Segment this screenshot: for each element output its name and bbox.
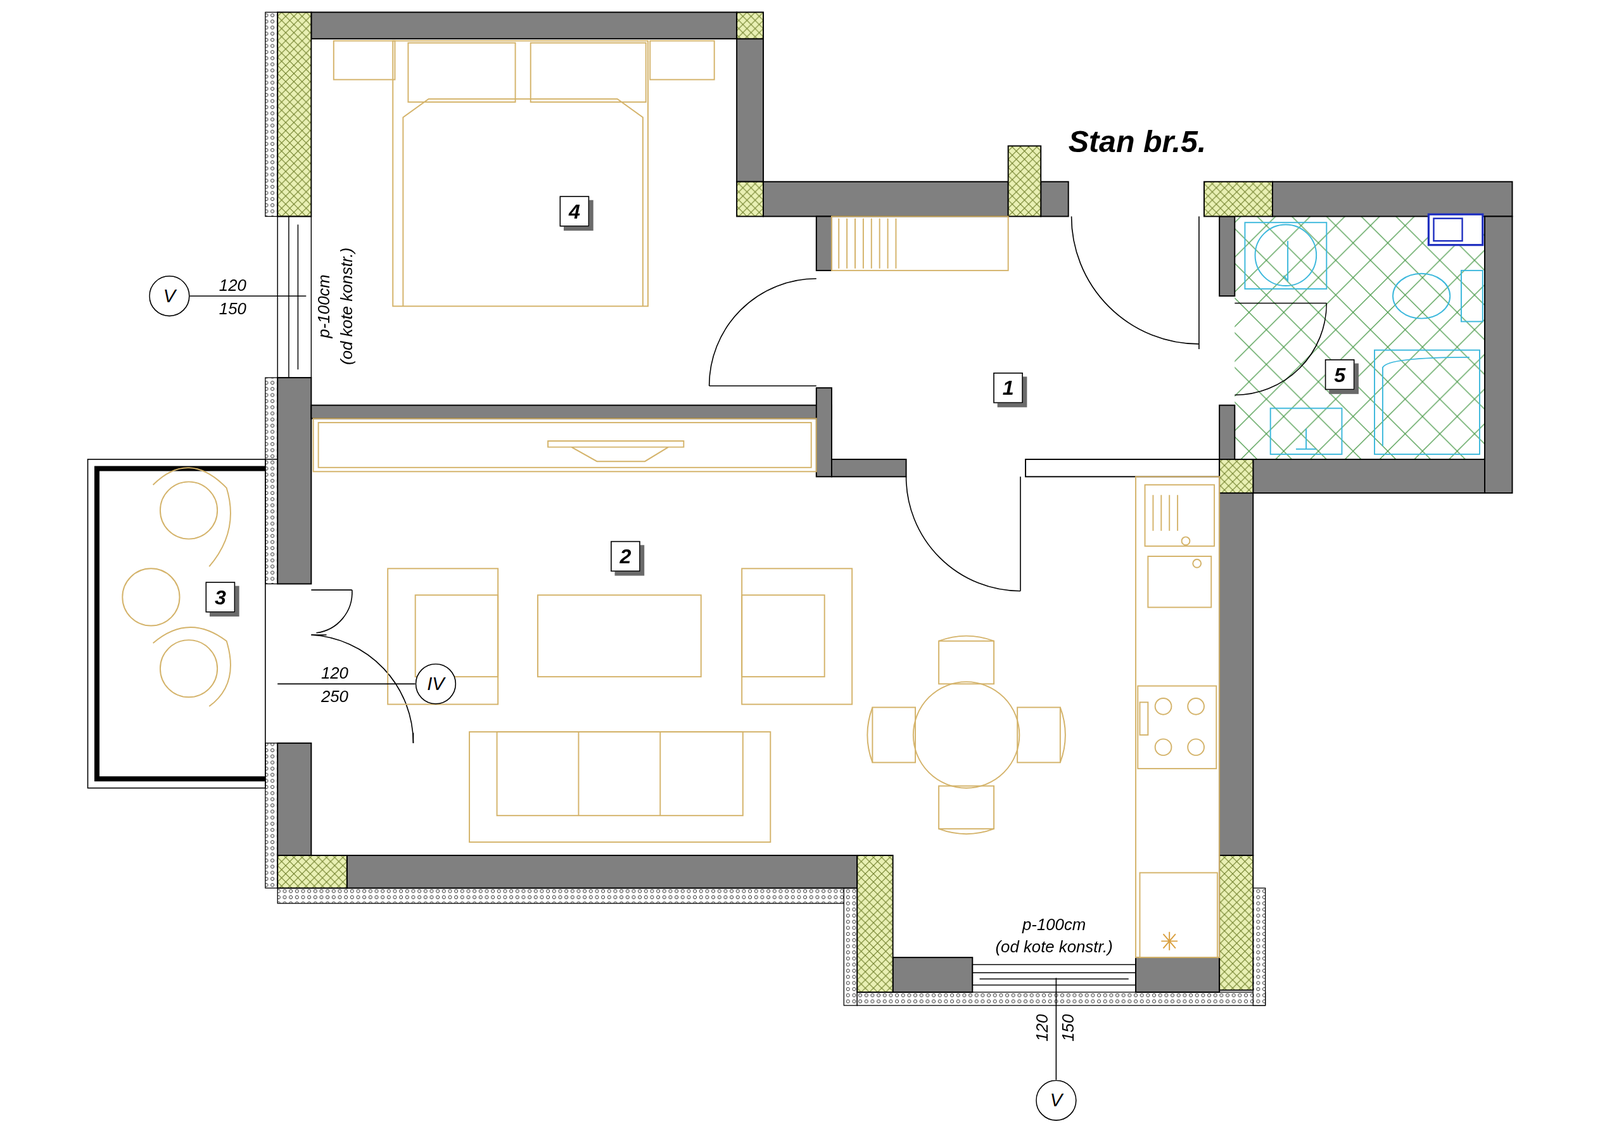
callout-number: 1 (1002, 376, 1015, 399)
window-callout: V (1035, 1079, 1077, 1120)
plan-title: Stan br.5. (1068, 124, 1207, 160)
callout-number: 3 (214, 585, 227, 609)
room-number: 1 (993, 372, 1023, 403)
dimension-label: 120 (321, 664, 349, 683)
dimension-label: (od kote konstr.) (995, 938, 1113, 957)
dimension-label: 120 (1033, 1014, 1053, 1042)
room-number: 2 (610, 540, 641, 572)
callout-number: 5 (1333, 363, 1346, 386)
dimension-label: 150 (219, 300, 247, 319)
dimension-label: 120 (219, 276, 247, 296)
dimension-label: 250 (321, 687, 349, 707)
window-callout: V (148, 275, 190, 317)
room-number: 3 (205, 581, 236, 612)
room-number: 4 (559, 195, 590, 227)
window-callout: IV (415, 663, 457, 704)
room-number: 5 (1325, 359, 1355, 390)
callout-number: V (1050, 1089, 1063, 1112)
callout-number: 2 (620, 544, 632, 567)
callout-number: 4 (568, 200, 581, 223)
callout-number: IV (426, 672, 445, 695)
callout-number: V (163, 285, 176, 307)
dimension-label: (od kote konstr.) (337, 247, 356, 365)
dimension-label: p-100cm (1022, 915, 1086, 934)
dimension-label: 150 (1059, 1014, 1078, 1042)
dimension-label: p-100cm (315, 274, 334, 338)
